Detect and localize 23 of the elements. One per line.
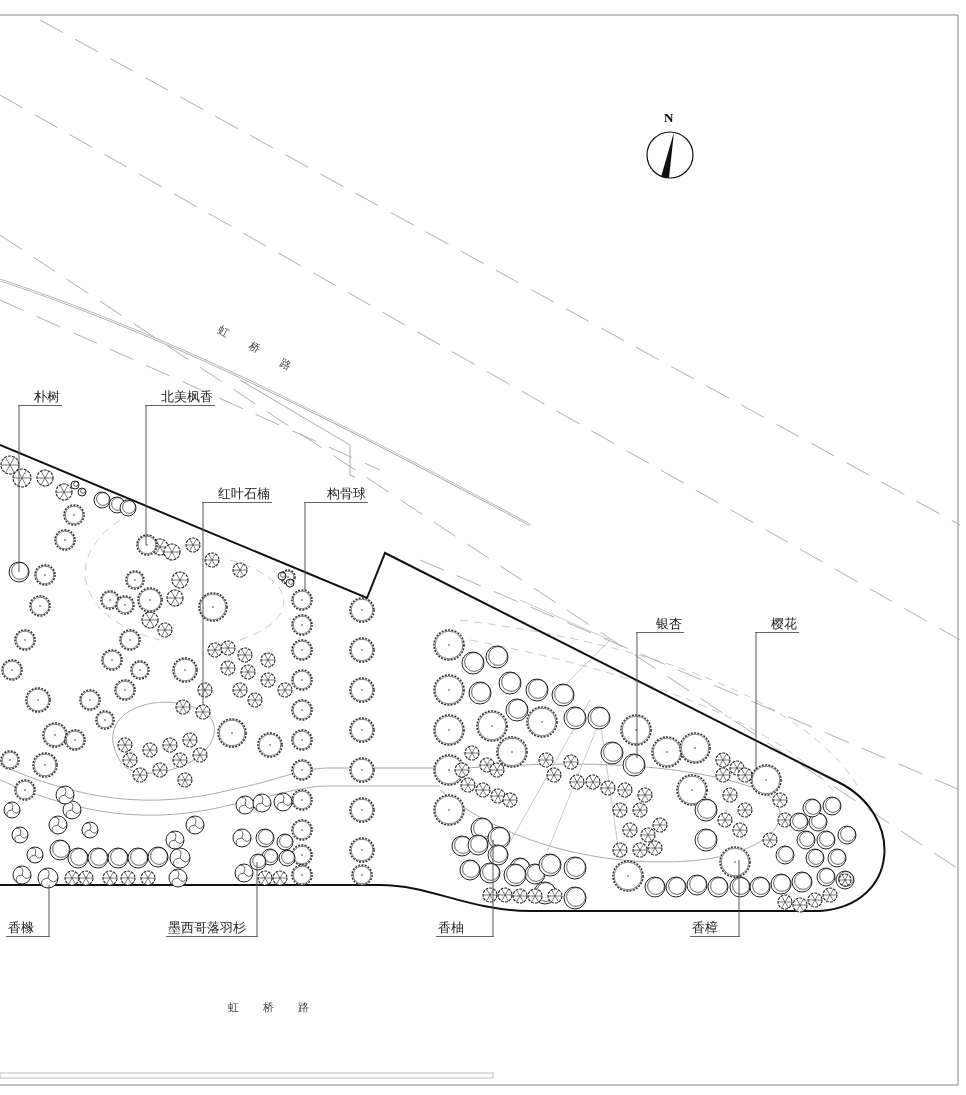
plant-label: 香樟 (690, 919, 740, 937)
plant-label: 构骨球 (304, 485, 368, 503)
leader-line (48, 884, 50, 938)
plant-label: 北美枫香 (145, 388, 215, 406)
plant-label: 樱花 (755, 615, 799, 633)
leader-line (636, 632, 638, 759)
leader-line (18, 405, 20, 573)
leader-line (145, 405, 147, 546)
plant-label: 红叶石楠 (202, 485, 272, 503)
leader-line (304, 502, 306, 591)
north-label: N (664, 110, 674, 126)
leader-line (738, 859, 740, 938)
plant-label: 墨西哥落羽杉 (166, 919, 258, 937)
leader-line (755, 632, 757, 771)
road-name: 虹桥路 (214, 322, 316, 385)
plant-label: 银杏 (636, 615, 684, 633)
leader-line (492, 839, 494, 938)
leader-line (202, 502, 204, 706)
leader-line (256, 861, 258, 938)
plant-label: 香橼 (6, 919, 50, 937)
plant-label: 朴树 (18, 388, 62, 406)
plant-label: 香柚 (436, 919, 494, 937)
road-name: 虹桥路 (228, 1000, 334, 1015)
